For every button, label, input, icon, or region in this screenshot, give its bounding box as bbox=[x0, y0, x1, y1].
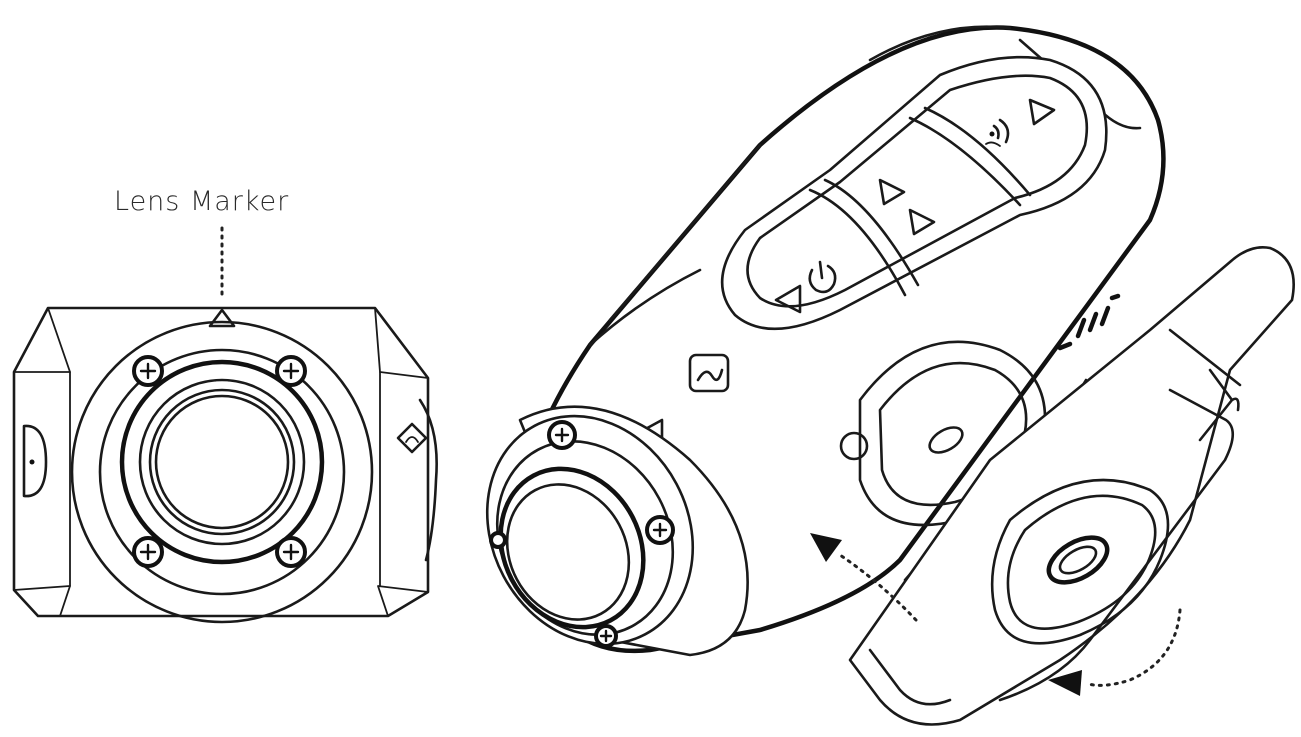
insert-arrow-icon bbox=[810, 533, 918, 622]
mount-clip-ring bbox=[990, 478, 1170, 645]
front-side-mode-button bbox=[396, 422, 428, 454]
front-lens-glass bbox=[154, 394, 290, 530]
lens-marker-label: Lens Marker bbox=[114, 186, 290, 217]
side-screw-right bbox=[645, 515, 675, 545]
front-body-outline bbox=[12, 306, 430, 618]
front-lens-mount bbox=[119, 359, 325, 565]
front-lens-bezel bbox=[98, 348, 346, 596]
wireless-icon bbox=[985, 118, 1010, 147]
side-screw-bottom bbox=[594, 624, 618, 648]
play-icon-top bbox=[1028, 98, 1056, 126]
side-screw-left bbox=[489, 531, 507, 549]
front-screw-top-left bbox=[132, 355, 164, 387]
vent-marks bbox=[1057, 293, 1121, 351]
side-lens-glass bbox=[498, 466, 646, 630]
rotate-arrow-icon bbox=[1048, 608, 1182, 696]
mode-icon bbox=[696, 368, 724, 382]
mount-center-socket bbox=[1046, 535, 1110, 585]
front-screw-bottom-left bbox=[132, 536, 164, 568]
lens-marker-triangle-icon bbox=[208, 308, 236, 328]
front-screw-top-right bbox=[275, 355, 307, 387]
button-panel bbox=[720, 55, 1108, 331]
front-screw-bottom-right bbox=[275, 536, 307, 568]
play-icon bbox=[774, 284, 802, 314]
fast-forward-icon bbox=[878, 178, 936, 236]
front-lens-outer-ring bbox=[70, 320, 374, 624]
side-indicator-light bbox=[839, 431, 869, 461]
front-side-button-left bbox=[22, 424, 48, 498]
power-icon bbox=[808, 260, 837, 294]
side-screw-top bbox=[547, 420, 577, 450]
isometric-view-camera bbox=[485, 25, 1295, 726]
front-view-camera bbox=[12, 226, 438, 624]
